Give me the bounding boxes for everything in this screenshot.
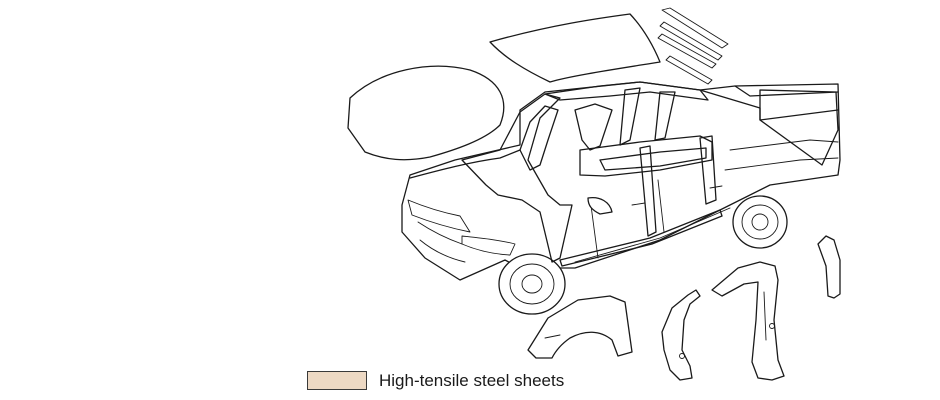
b-pillar-frame (544, 81, 723, 267)
center-pillar (711, 261, 785, 381)
legend: High-tensile steel sheets (307, 371, 564, 390)
bed-front-wall (759, 89, 839, 166)
front-fender (527, 295, 633, 359)
inner-a-pillar (661, 289, 701, 381)
roof-panel (489, 13, 661, 83)
rear-pillar (817, 235, 841, 299)
roof-rails (657, 7, 729, 85)
a-pillar-frame (461, 93, 573, 263)
truck-body (401, 81, 841, 315)
hood-panel (347, 65, 505, 161)
legend-swatch (307, 371, 367, 390)
legend-label: High-tensile steel sheets (379, 371, 565, 390)
